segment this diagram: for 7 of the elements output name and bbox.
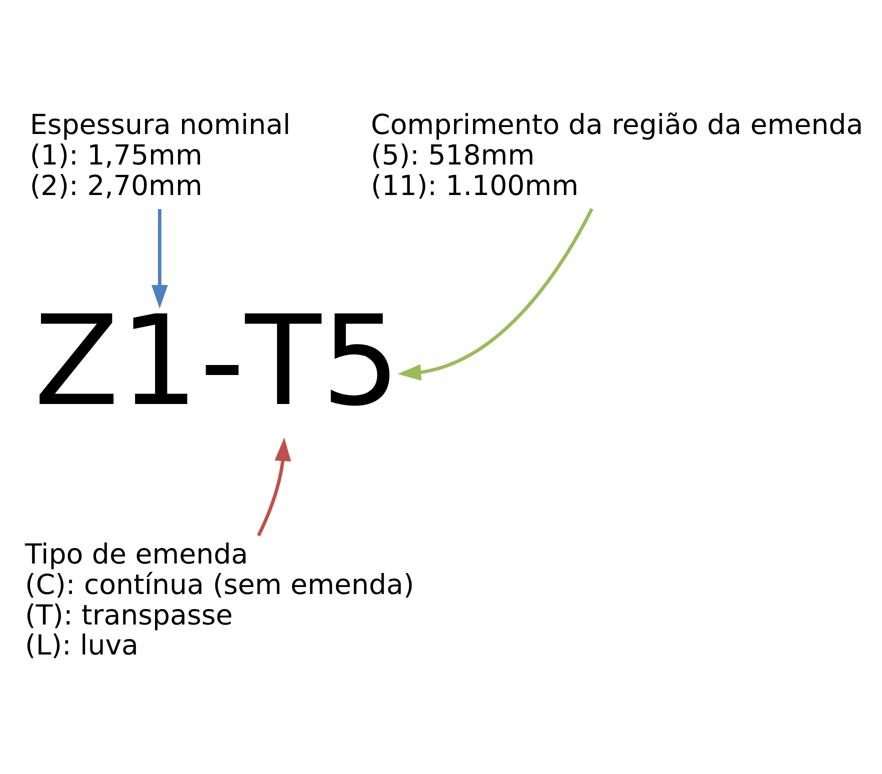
arrow [397,208,594,380]
arrow [151,208,168,308]
node-text: Espessura nominal (1): 1,75mm (2): 2,70mm [30,108,291,202]
node-text: Z1-T5 [34,290,400,434]
arrow [256,437,292,536]
node-text: Tipo de emenda (C): contínua (sem emenda) (T): transpasse (L): luva [25,537,414,662]
node-text: Comprimento da região da emenda (5): 518mm (11): 1.100mm [370,108,864,202]
